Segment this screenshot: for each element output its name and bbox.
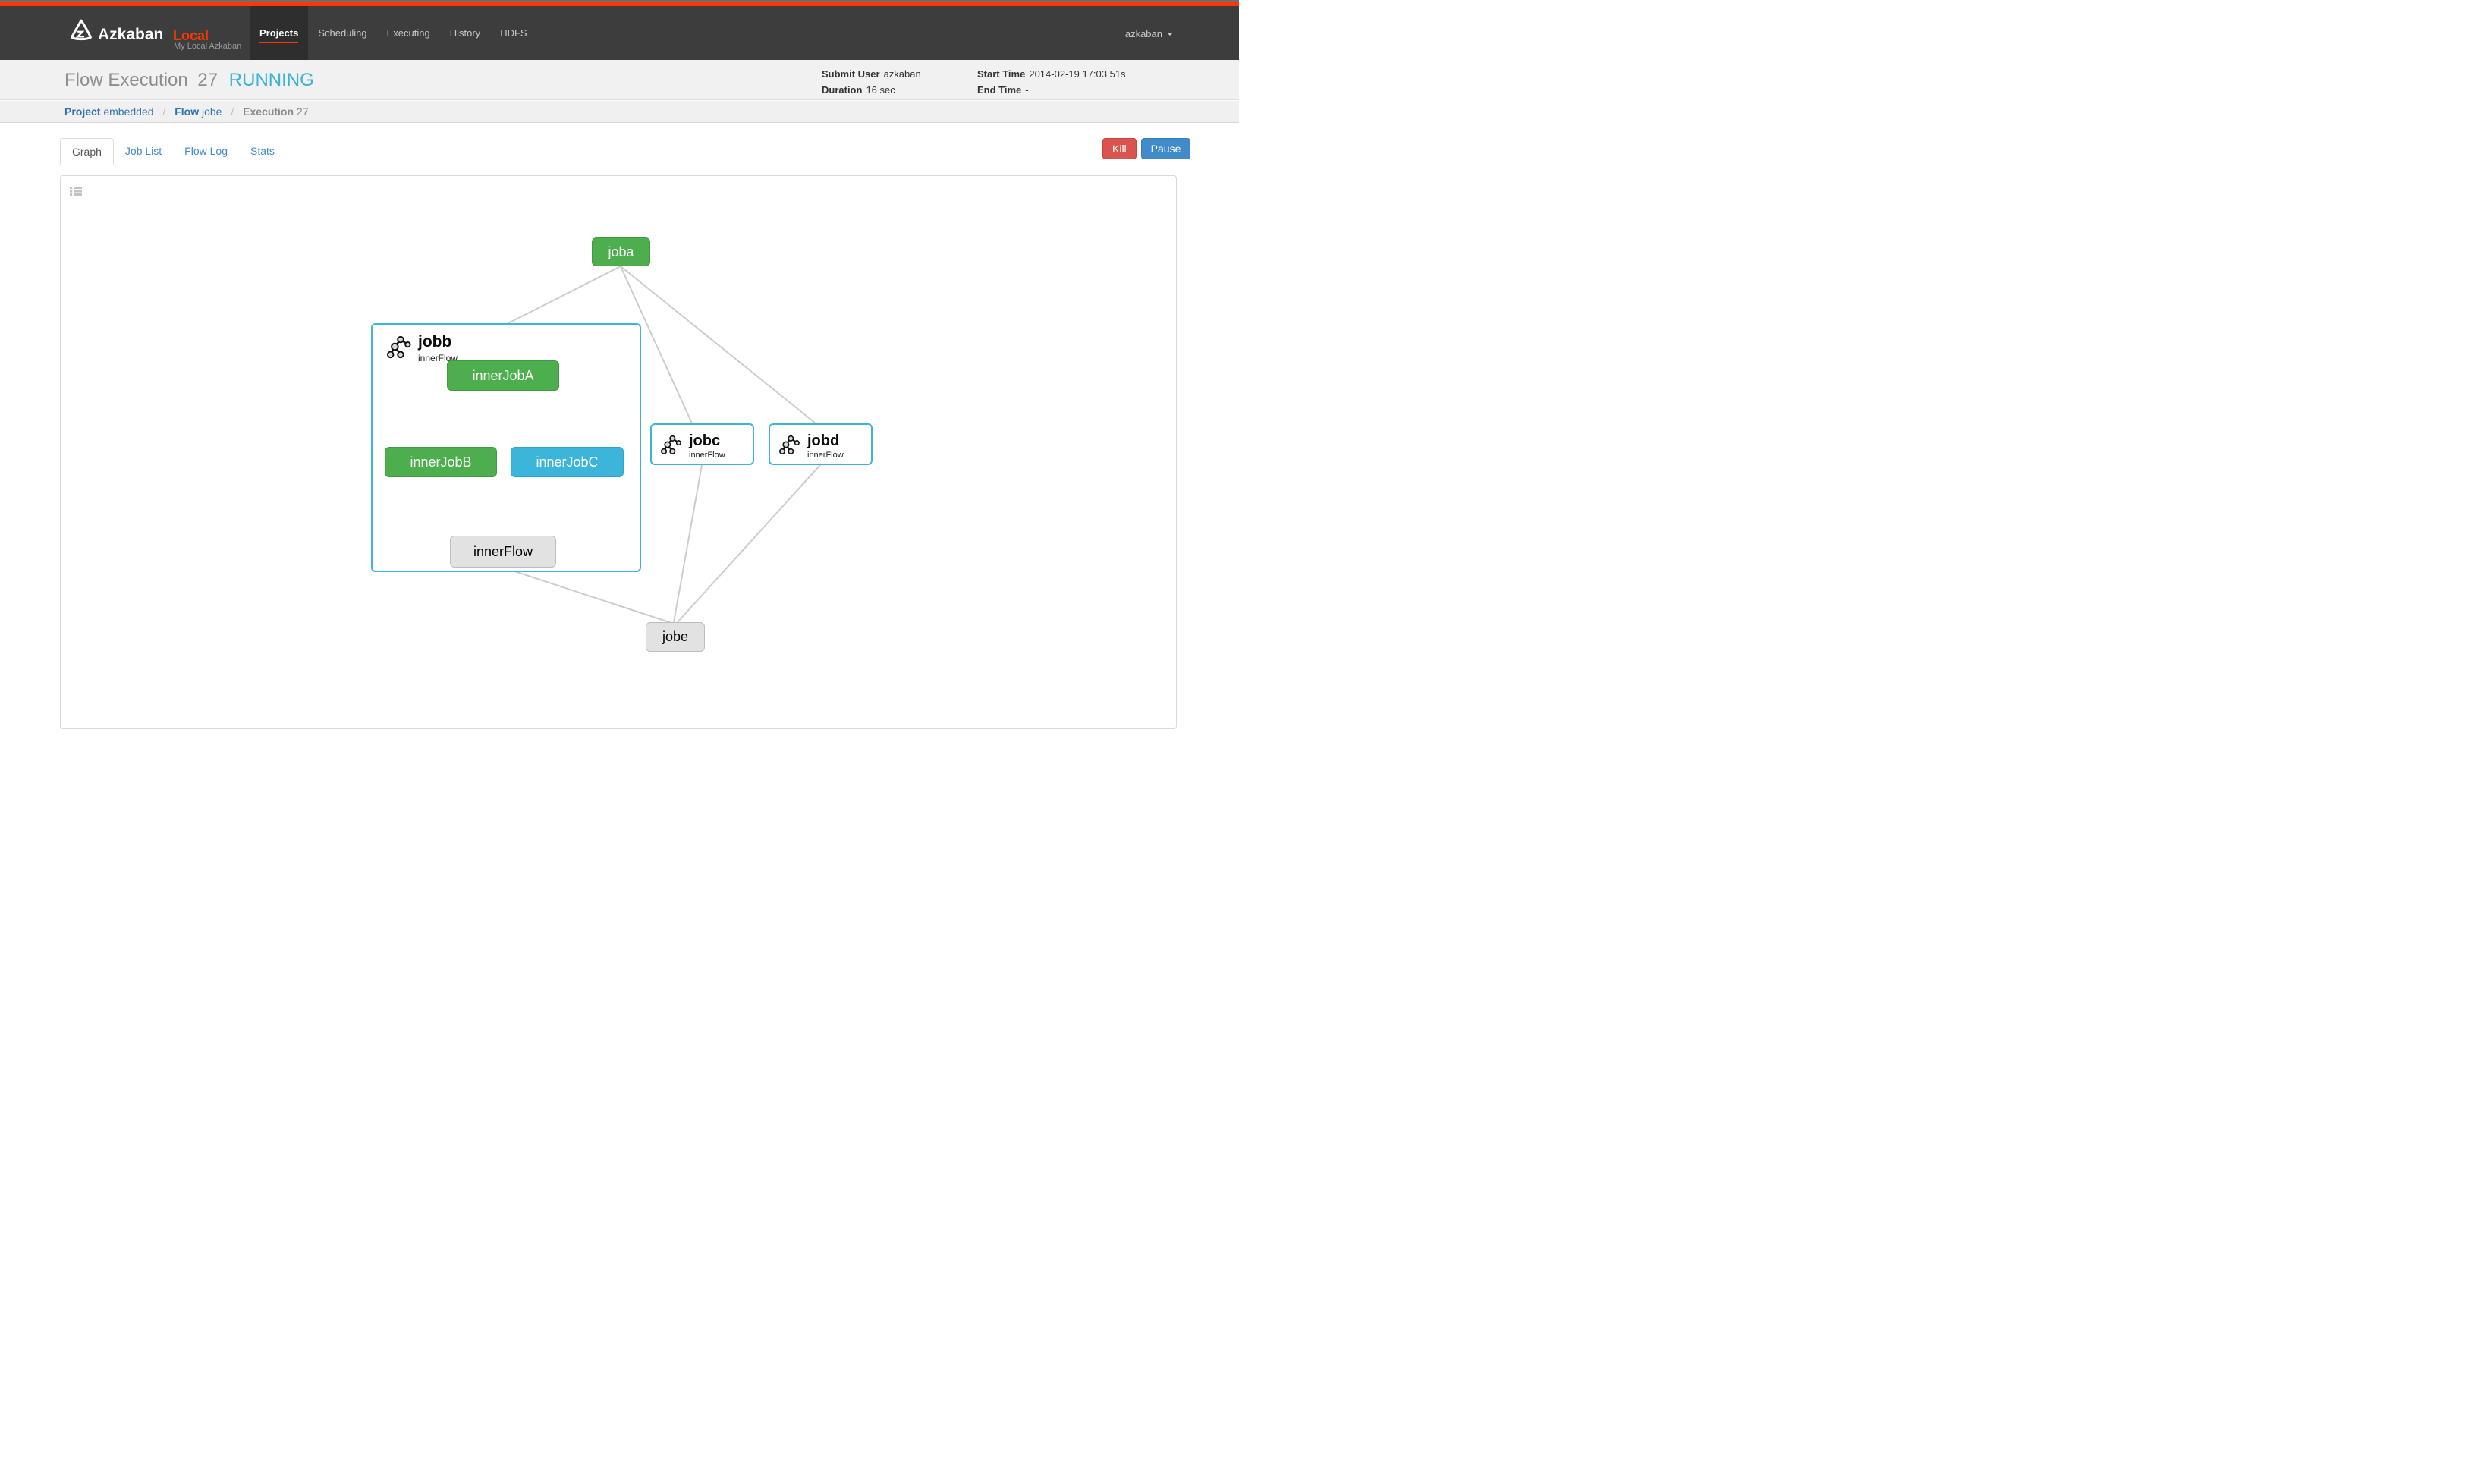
execution-id: 27: [197, 70, 219, 90]
flow-box-subtitle: innerFlow: [689, 451, 725, 460]
brand-instance: Local: [173, 28, 209, 43]
graph-node-innerJobA[interactable]: innerJobA: [447, 360, 559, 391]
nav-item-scheduling[interactable]: Scheduling: [318, 27, 367, 39]
pause-button[interactable]: Pause: [1140, 138, 1191, 159]
azkaban-logo-icon: [69, 18, 93, 46]
flow-box-subtitle: innerFlow: [807, 451, 844, 460]
flow-actions: Kill Pause: [1102, 138, 1191, 159]
graph-flow-box-jobc[interactable]: jobc innerFlow: [650, 423, 754, 465]
list-icon[interactable]: [70, 186, 82, 200]
brand-name: Azkaban: [98, 26, 164, 43]
accent-top-bar: [0, 2, 1239, 6]
nav-item-executing[interactable]: Executing: [386, 27, 430, 39]
breadcrumb-separator: /: [162, 105, 166, 118]
flow-box-title: jobb: [418, 333, 452, 351]
breadcrumb: Project embedded / Flow jobe / Execution…: [64, 105, 309, 118]
kill-button[interactable]: Kill: [1102, 138, 1137, 159]
flow-graph-panel: jobb innerFlow joba innerJobA innerJobB …: [60, 175, 1177, 729]
flow-box-header: jobb innerFlow: [386, 333, 458, 363]
tab-graph[interactable]: Graph: [60, 138, 114, 165]
tab-flow-log[interactable]: Flow Log: [184, 145, 228, 157]
navbar-menu: Projects Scheduling Executing History HD…: [250, 6, 537, 60]
breadcrumb-execution: Execution 27: [243, 105, 309, 118]
breadcrumb-separator: /: [231, 105, 234, 118]
breadcrumb-flow[interactable]: Flow jobe: [175, 105, 222, 118]
title-text: Flow Execution: [64, 70, 188, 90]
graph-node-innerJobC[interactable]: innerJobC: [511, 447, 624, 477]
navbar: Azkaban Local My Local Azkaban Projects …: [0, 6, 1239, 60]
flow-tree-icon: [779, 433, 801, 460]
breadcrumb-project[interactable]: Project embedded: [64, 105, 154, 118]
flow-tree-icon: [661, 433, 683, 460]
tab-stats[interactable]: Stats: [250, 145, 275, 157]
graph-flow-box-jobd[interactable]: jobd innerFlow: [769, 423, 873, 465]
flow-box-header: jobc innerFlow: [661, 433, 725, 460]
page-title: Flow Execution 27 RUNNING: [64, 70, 314, 91]
status-badge: RUNNING: [228, 70, 314, 90]
graph-node-innerJobB[interactable]: innerJobB: [385, 447, 497, 477]
caret-down-icon: [1167, 32, 1173, 36]
user-dropdown[interactable]: azkaban: [1125, 28, 1173, 39]
tab-bar: Graph Job List Flow Log Stats: [60, 138, 1177, 165]
nav-item-hdfs[interactable]: HDFS: [500, 27, 527, 39]
flow-box-title: jobc: [689, 432, 721, 449]
user-name: azkaban: [1124, 28, 1162, 39]
tab-job-list[interactable]: Job List: [124, 145, 162, 157]
breadcrumb-band: Project embedded / Flow jobe / Execution…: [0, 101, 1239, 123]
brand-subtitle: My Local Azkaban: [174, 42, 242, 51]
graph-node-jobe[interactable]: jobe: [646, 622, 705, 652]
flow-tree-icon: [386, 334, 413, 363]
window-top-line: [0, 0, 1239, 2]
graph-node-innerFlow[interactable]: innerFlow: [450, 536, 556, 568]
meta-end-time: End Time-: [977, 84, 1029, 96]
nav-item-projects[interactable]: Projects: [250, 6, 309, 60]
graph-node-joba[interactable]: joba: [592, 237, 650, 266]
flow-box-header: jobd innerFlow: [779, 433, 844, 460]
nav-item-history[interactable]: History: [449, 27, 481, 39]
flow-box-title: jobd: [807, 432, 840, 449]
